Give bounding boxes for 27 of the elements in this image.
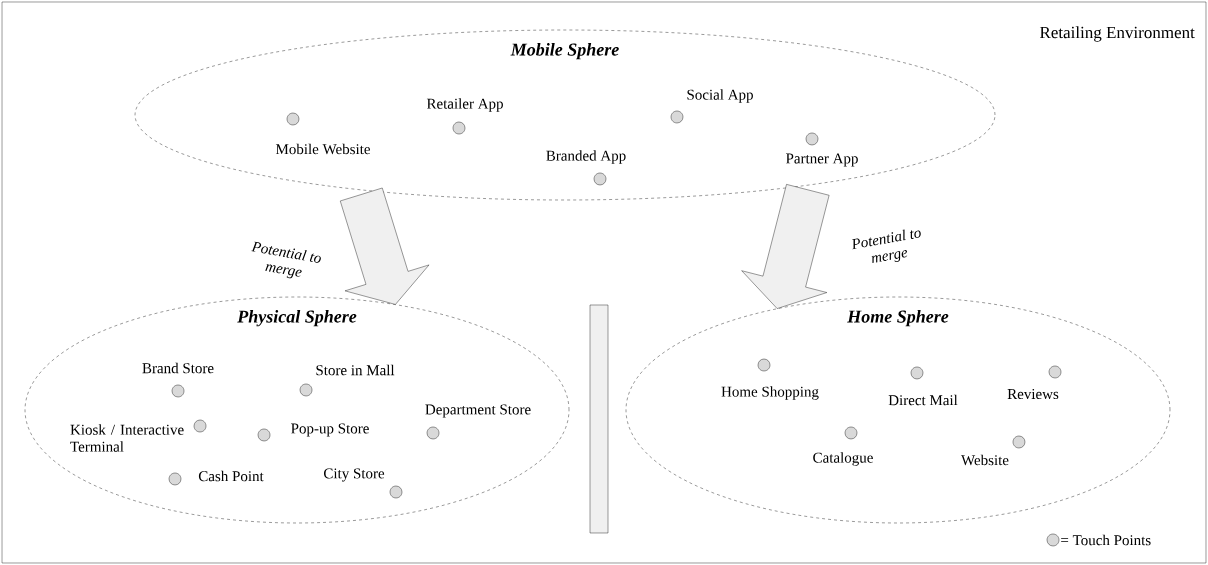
block-arrow [340,187,430,305]
touch-point-label: Home Shopping [721,386,819,400]
touch-point-label: Social App [687,89,753,103]
edge-label: Potential to merge [251,241,321,279]
touch-point-label: Mobile Website [275,143,370,155]
sphere-title: Mobile Sphere [510,43,619,60]
touch-point-label: Department Store [425,404,531,418]
touch-point-label: Pop-up Store [291,423,369,437]
edge-label: Potential to merge [852,229,921,264]
touch-point-label: Retailer App [426,98,503,112]
touch-point-label: Branded App [546,150,626,164]
frame-title: Retailing Environment [1039,26,1195,42]
touch-point-label: Store in Mall [316,364,395,376]
touch-point-label: Cash Point [198,470,264,482]
touch-point-label: Reviews [1007,388,1059,400]
sphere-title: Physical Sphere [237,310,357,327]
touch-point-label: Direct Mail [888,394,958,406]
touch-point-label: Website [961,454,1009,466]
divider-bar [589,304,609,534]
sphere-title: Home Sphere [847,310,949,327]
block-arrow [741,184,830,309]
legend-entry: = Touch Points [1046,533,1151,547]
touch-point-label: Catalogue [813,452,873,466]
touch-point-label: City Store [324,468,385,482]
touch-point-label: Kiosk / Interactive Terminal [70,424,184,452]
touch-point-label: Partner App [786,153,858,167]
touch-point-label: Brand Store [142,362,214,374]
